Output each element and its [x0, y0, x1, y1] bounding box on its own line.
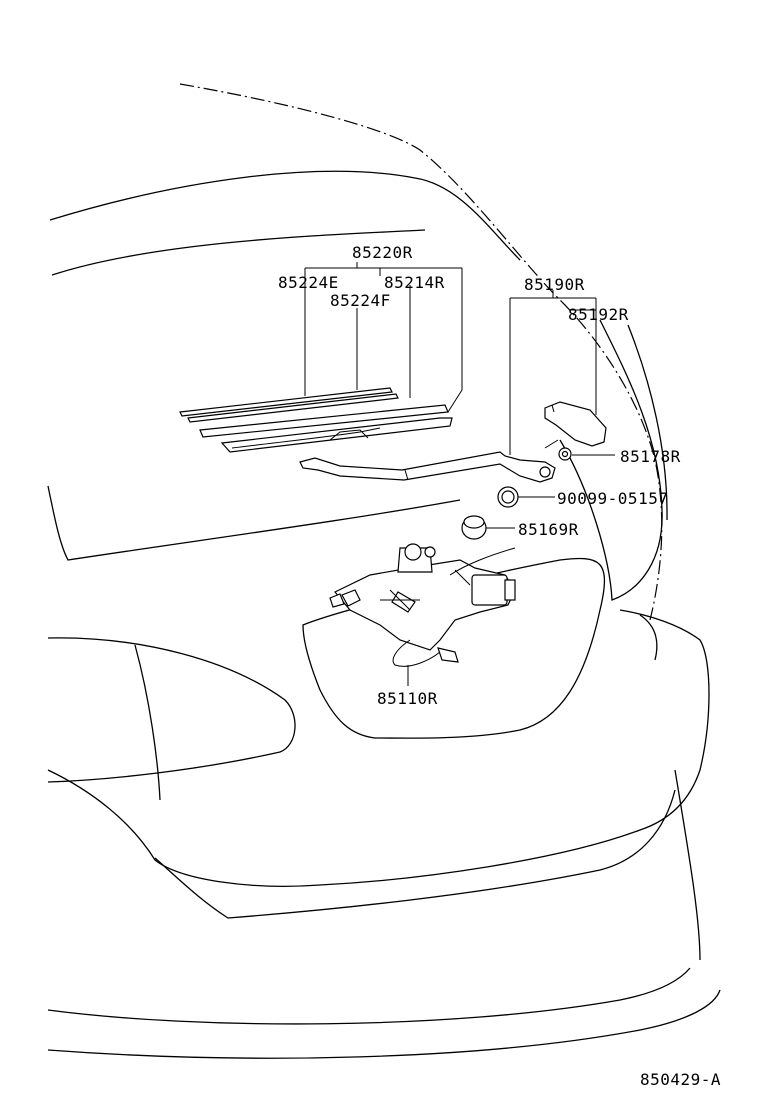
cap-90099-05157 [497, 486, 519, 508]
label-85192R: 85192R [568, 305, 629, 324]
label-85220R: 85220R [352, 243, 413, 262]
leader-lines [304, 262, 615, 686]
figure-id: 850429-A [640, 1070, 721, 1089]
label-85190R: 85190R [524, 275, 585, 294]
label-85110R: 85110R [377, 689, 438, 708]
label-85224F: 85224F [330, 291, 391, 310]
blade-refill-85224E [179, 387, 393, 417]
wiper-motor-85110R [329, 543, 516, 667]
vehicle-body [47, 83, 721, 1059]
wiper-blade-assembly [179, 387, 453, 453]
label-85224E: 85224E [278, 273, 339, 292]
label-90099-05157: 90099-05157 [557, 489, 668, 508]
nut-85178R [558, 447, 572, 461]
label-85169R: 85169R [518, 520, 579, 539]
label-85178R: 85178R [620, 447, 681, 466]
grommet-85169R [461, 515, 487, 540]
label-85214R: 85214R [384, 273, 445, 292]
wiper-arm-85190R [299, 451, 556, 483]
arm-cap-85192R [544, 401, 607, 447]
part-labels: 85220R 85224E 85214R 85224F 85190R 85192… [278, 243, 721, 1089]
